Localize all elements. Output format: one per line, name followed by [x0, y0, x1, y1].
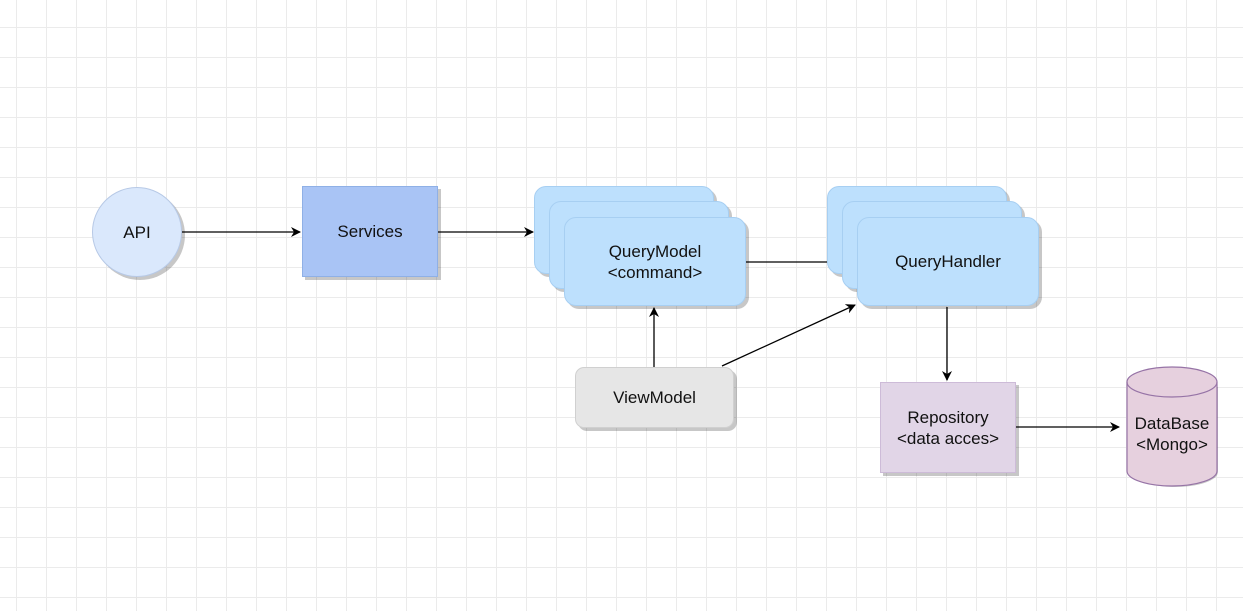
querymodel-label: QueryModel <command>	[607, 241, 703, 282]
repository-label: Repository <data acces>	[896, 407, 1000, 448]
viewmodel-label: ViewModel	[613, 388, 696, 407]
repository-node[interactable]: Repository <data acces>	[880, 382, 1016, 473]
viewmodel-node[interactable]: ViewModel	[575, 367, 734, 428]
database-label: DataBase <Mongo>	[1134, 414, 1210, 454]
database-node[interactable]: DataBase <Mongo>	[1126, 366, 1218, 488]
services-node[interactable]: Services	[302, 186, 438, 277]
edge-viewmodel-to-queryhandler	[721, 304, 856, 367]
queryhandler-label: QueryHandler	[895, 252, 1001, 271]
api-label: API	[123, 222, 151, 242]
services-label: Services	[337, 222, 403, 241]
api-node[interactable]: API	[92, 187, 182, 277]
queryhandler-node[interactable]: QueryHandler	[857, 217, 1039, 306]
querymodel-node[interactable]: QueryModel <command>	[564, 217, 746, 306]
database-cylinder-icon	[1126, 366, 1218, 487]
